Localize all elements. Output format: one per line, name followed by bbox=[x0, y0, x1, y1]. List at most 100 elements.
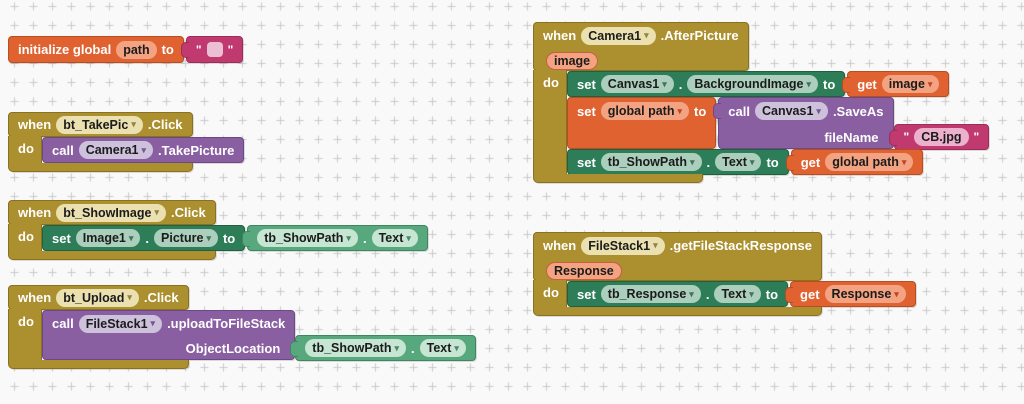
set-tb-response-text-block[interactable]: set tb_Response ▾ . Text ▾ to bbox=[567, 281, 789, 307]
initialize-global-block[interactable]: initialize global path to bbox=[8, 36, 184, 63]
event-block-filestack-response[interactable]: when FileStack1 ▾ .getFileStackResponse … bbox=[533, 232, 916, 316]
component-dropdown-filestack1[interactable]: FileStack1 ▾ bbox=[78, 314, 163, 333]
dropdown-value: Text bbox=[426, 341, 452, 355]
string-text-field[interactable] bbox=[206, 42, 223, 57]
property-dropdown-picture[interactable]: Picture ▾ bbox=[154, 229, 218, 247]
call-filestack-upload-block[interactable]: call FileStack1 ▾ .uploadToFileStack Obj… bbox=[42, 310, 476, 361]
dropdown-value: tb_Response bbox=[607, 287, 687, 301]
dropdown-value: tb_ShowPath bbox=[264, 231, 344, 245]
component-dropdown-tb-showpath[interactable]: tb_ShowPath ▾ bbox=[600, 153, 702, 171]
event-param-image[interactable]: image bbox=[546, 52, 599, 70]
event-header[interactable]: when bt_TakePic ▾ .Click bbox=[8, 112, 193, 137]
dropdown-icon: ▾ bbox=[406, 232, 411, 243]
variable-dropdown-image[interactable]: image ▾ bbox=[881, 75, 940, 93]
dropdown-value: Canvas1 bbox=[761, 104, 814, 118]
call-camera-takepicture-block[interactable]: call Camera1 ▾ .TakePicture bbox=[42, 137, 245, 163]
quote-mark: " bbox=[973, 130, 980, 144]
dropdown-value: Camera1 bbox=[85, 143, 139, 157]
set-global-path-block[interactable]: set global path ▾ to bbox=[567, 97, 717, 149]
dropdown-icon: ▾ bbox=[346, 232, 351, 243]
set-canvas-backgroundimage-block[interactable]: set Canvas1 ▾ . BackgroundImage ▾ to bbox=[567, 71, 846, 97]
dropdown-icon: ▾ bbox=[206, 232, 211, 243]
property-dropdown-text[interactable]: Text ▾ bbox=[714, 285, 761, 303]
dropdown-value: Text bbox=[378, 231, 404, 245]
set-label: set bbox=[52, 230, 71, 246]
getter-tb-showpath-text-block[interactable]: tb_ShowPath ▾ . Text ▾ bbox=[290, 335, 476, 361]
do-spine: do bbox=[533, 280, 567, 308]
event-header[interactable]: when bt_Upload ▾ .Click bbox=[8, 285, 189, 310]
property-dropdown-text[interactable]: Text ▾ bbox=[715, 153, 762, 171]
when-label: when bbox=[543, 28, 577, 43]
set-label: set bbox=[577, 286, 596, 302]
dropdown-value: global path bbox=[832, 155, 899, 169]
dropdown-icon: ▾ bbox=[894, 288, 899, 299]
variable-dropdown-response[interactable]: Response ▾ bbox=[824, 285, 906, 303]
do-label: do bbox=[18, 141, 34, 156]
component-dropdown-tb-showpath[interactable]: tb_ShowPath ▾ bbox=[305, 339, 406, 357]
dropdown-icon: ▾ bbox=[653, 240, 658, 250]
event-param-response[interactable]: Response bbox=[546, 262, 622, 280]
event-header[interactable]: when FileStack1 ▾ .getFileStackResponse … bbox=[533, 232, 822, 281]
event-block-camera1-afterpicture[interactable]: when Camera1 ▾ .AfterPicture image do se… bbox=[533, 22, 990, 183]
component-dropdown-filestack1[interactable]: FileStack1 ▾ bbox=[581, 236, 665, 255]
dropdown-icon: ▾ bbox=[128, 232, 134, 243]
event-header[interactable]: when bt_ShowImage ▾ .Click bbox=[8, 200, 216, 225]
component-dropdown-camera1[interactable]: Camera1 ▾ bbox=[78, 141, 154, 159]
event-block-bt-showimage-click[interactable]: when bt_ShowImage ▾ .Click do set Image1… bbox=[8, 200, 428, 260]
to-label: to bbox=[822, 76, 836, 92]
dropdown-icon: ▾ bbox=[141, 144, 147, 155]
variable-dropdown-global-path[interactable]: global path ▾ bbox=[825, 153, 914, 171]
do-spine: do bbox=[8, 309, 42, 361]
component-dropdown-canvas1[interactable]: Canvas1 ▾ bbox=[600, 75, 674, 93]
dropdown-icon: ▾ bbox=[749, 288, 754, 299]
call-label: call bbox=[52, 142, 74, 158]
event-name-label: .getFileStackResponse bbox=[669, 238, 812, 253]
dot-separator: . bbox=[706, 154, 711, 170]
component-dropdown-image1[interactable]: Image1 ▾ bbox=[75, 229, 141, 247]
when-label: when bbox=[18, 117, 52, 132]
initialize-global-label: initialize global bbox=[18, 42, 112, 57]
component-dropdown-tb-response[interactable]: tb_Response ▾ bbox=[600, 285, 701, 303]
property-dropdown-backgroundimage[interactable]: BackgroundImage ▾ bbox=[687, 75, 818, 93]
block-initialize-global-path[interactable]: initialize global path to " " bbox=[8, 36, 244, 63]
call-canvas-saveas-block[interactable]: call Canvas1 ▾ .SaveAs fileName " CB.jpg… bbox=[713, 97, 990, 150]
component-dropdown-tb-showpath[interactable]: tb_ShowPath ▾ bbox=[257, 229, 358, 247]
event-block-bt-upload-click[interactable]: when bt_Upload ▾ .Click do call FileStac… bbox=[8, 285, 476, 369]
event-footer bbox=[8, 251, 216, 260]
get-label: get bbox=[857, 76, 877, 92]
string-text-field[interactable]: CB.jpg bbox=[914, 128, 969, 146]
set-tb-showpath-text-block[interactable]: set tb_ShowPath ▾ . Text ▾ to bbox=[567, 149, 789, 175]
component-dropdown-bt-showimage[interactable]: bt_ShowImage ▾ bbox=[56, 203, 166, 222]
set-image-picture-block[interactable]: set Image1 ▾ . Picture ▾ to bbox=[42, 225, 246, 251]
dropdown-icon: ▾ bbox=[127, 292, 132, 302]
event-header[interactable]: when Camera1 ▾ .AfterPicture image bbox=[533, 22, 749, 71]
get-label: get bbox=[800, 286, 820, 302]
component-dropdown-bt-upload[interactable]: bt_Upload ▾ bbox=[56, 288, 139, 307]
dot-separator: . bbox=[362, 230, 367, 246]
get-image-block[interactable]: get image ▾ bbox=[842, 71, 950, 97]
component-dropdown-canvas1[interactable]: Canvas1 ▾ bbox=[754, 102, 828, 120]
get-global-path-block[interactable]: get global path ▾ bbox=[785, 149, 924, 175]
quote-mark: " bbox=[227, 42, 234, 57]
event-name-label: .Click bbox=[170, 205, 206, 220]
dropdown-icon: ▾ bbox=[150, 318, 156, 328]
dropdown-value: FileStack1 bbox=[588, 238, 651, 253]
empty-string-block[interactable]: " " bbox=[180, 36, 244, 63]
do-label: do bbox=[18, 314, 34, 329]
getter-tb-showpath-text-block[interactable]: tb_ShowPath ▾ . Text ▾ bbox=[242, 225, 428, 251]
variable-name-field[interactable]: path bbox=[116, 40, 157, 59]
dropdown-value: image bbox=[888, 77, 925, 91]
dot-separator: . bbox=[145, 230, 150, 246]
dropdown-value: Picture bbox=[161, 231, 204, 245]
get-response-block[interactable]: get Response ▾ bbox=[785, 281, 916, 307]
event-block-bt-takepic-click[interactable]: when bt_TakePic ▾ .Click do call Camera1… bbox=[8, 112, 245, 172]
property-dropdown-text[interactable]: Text ▾ bbox=[419, 339, 466, 357]
do-spine: do bbox=[8, 136, 42, 164]
component-dropdown-camera1[interactable]: Camera1 ▾ bbox=[581, 26, 656, 45]
component-dropdown-bt-takepic[interactable]: bt_TakePic ▾ bbox=[56, 115, 143, 134]
variable-dropdown-global-path[interactable]: global path ▾ bbox=[600, 102, 689, 120]
dropdown-value: BackgroundImage bbox=[694, 77, 804, 91]
set-label: set bbox=[577, 76, 596, 92]
string-cbjpg-block[interactable]: " CB.jpg " bbox=[888, 124, 990, 150]
property-dropdown-text[interactable]: Text ▾ bbox=[371, 229, 418, 247]
